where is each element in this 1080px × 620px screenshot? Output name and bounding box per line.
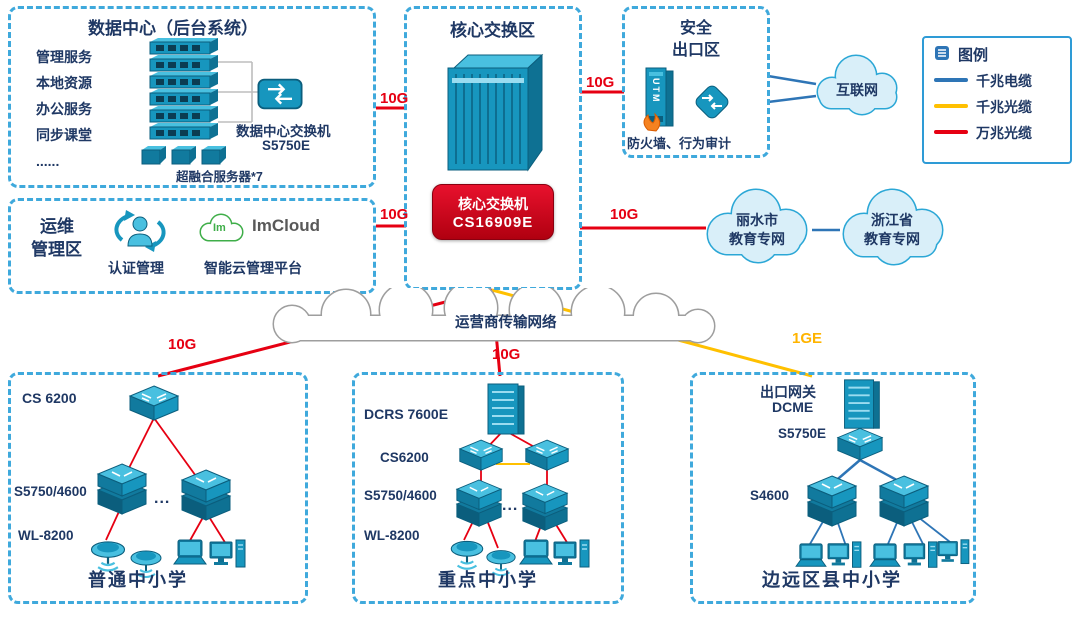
school2-agg-label: CS6200 (380, 450, 429, 465)
service-item: 同步课堂 (36, 127, 92, 143)
legend-title: 图例 (958, 47, 989, 64)
link-label-school1: 10G (168, 336, 197, 353)
link-label-core-lishui: 10G (610, 206, 639, 223)
audit-router-icon (690, 80, 734, 129)
datacenter-zone (8, 6, 376, 188)
legend-label-fiber10g: 万兆光缆 (976, 125, 1032, 141)
utm-firewall-icon (643, 67, 674, 132)
datacenter-service-list: 管理服务 本地资源 办公服务 同步课堂 ...... (36, 44, 92, 174)
server-caption: 超融合服务器*7 (176, 170, 263, 184)
school1-core-switch-icon (128, 384, 180, 429)
school2-wireless-label: WL-8200 (364, 528, 420, 543)
school2-stack-icon (521, 482, 569, 539)
datacenter-switch-icon (256, 70, 304, 123)
school3-gateway-label-1: 出口网关 (760, 384, 816, 400)
carrier-cloud (272, 288, 716, 344)
school1-pc-icon (206, 538, 248, 577)
school1-core-label: CS 6200 (22, 390, 77, 406)
link-label-school2: 10G (492, 346, 521, 363)
core-badge-line1: 核心交换机 (458, 196, 528, 212)
school1-stack-icon (96, 462, 148, 523)
security-title-2: 出口区 (672, 42, 721, 59)
auth-icon (112, 208, 168, 259)
school3-pc-icon (934, 538, 972, 573)
school3-stack-icon (878, 474, 930, 535)
core-switch-badge: 核心交换机 CS16909E (432, 184, 554, 240)
core-switch-zone (404, 6, 582, 290)
zhejiang-cloud-label-2: 教育专网 (864, 231, 920, 247)
school2-agg-switch-icon (458, 438, 504, 479)
service-item: 管理服务 (36, 49, 92, 65)
legend-icon (935, 46, 949, 60)
school3-zone (690, 372, 976, 604)
school1-stack-icon (180, 468, 232, 529)
service-item: ...... (36, 153, 60, 169)
school3-title: 边远区县中小学 (762, 570, 902, 590)
ops-title-1: 运维 (40, 217, 74, 236)
auth-caption: 认证管理 (108, 260, 164, 276)
service-item: 本地资源 (36, 75, 92, 91)
imcloud-brand: ImCloud (252, 216, 320, 235)
security-title-1: 安全 (680, 20, 713, 37)
zhejiang-cloud-label-1: 浙江省 (871, 212, 913, 228)
legend-line-copper (934, 78, 968, 82)
school2-ellipsis: ... (502, 497, 519, 514)
school2-core-label: DCRS 7600E (364, 406, 449, 422)
core-title: 核心交换区 (450, 21, 535, 40)
school1-zone (8, 372, 308, 604)
school3-gateway-model: S5750E (778, 426, 827, 441)
utm-label: UTM (651, 78, 661, 104)
school1-ellipsis: ... (154, 490, 171, 507)
zhejiang-cloud (842, 188, 944, 266)
school3-stack-icon (806, 474, 858, 535)
link-label-ops-core: 10G (380, 206, 409, 223)
legend-line-fiber10g (934, 130, 968, 134)
datacenter-title: 数据中心（后台系统） (88, 19, 258, 38)
school3-switch-icon (836, 426, 884, 469)
security-exit-zone (622, 6, 770, 158)
lishui-cloud-label-2: 教育专网 (729, 231, 785, 247)
school2-zone (352, 372, 624, 604)
school2-core-switch-icon (482, 380, 526, 445)
school2-pc-icon (550, 538, 592, 577)
server-tower-icon (141, 38, 226, 165)
core-switch-icon (447, 53, 544, 172)
school2-agg-switch-icon (524, 438, 570, 479)
legend-line-fiber1g (934, 104, 968, 108)
link-label-school3: 1GE (792, 330, 823, 347)
imcloud-icon-glyph: Im (213, 222, 226, 234)
internet-cloud-label: 互联网 (836, 82, 878, 98)
service-item: 办公服务 (36, 101, 92, 117)
internet-cloud (816, 54, 898, 116)
legend-label-copper: 千兆电缆 (976, 73, 1032, 89)
school3-access-label: S4600 (750, 488, 790, 503)
datacenter-switch-caption: 数据中心交换机 (236, 124, 331, 139)
ops-title-2: 管理区 (31, 240, 82, 259)
school2-access-label: S5750/4600 (364, 488, 437, 503)
security-caption: 防火墙、行为审计 (627, 136, 732, 151)
carrier-cloud-label: 运营商传输网络 (455, 315, 557, 331)
lishui-cloud-label-1: 丽水市 (736, 212, 778, 228)
school2-stack-icon (455, 478, 503, 535)
ops-management-zone (8, 198, 376, 294)
link-label-core-security: 10G (586, 74, 615, 91)
link-label-dc-core: 10G (380, 90, 409, 107)
school3-gateway-label-2: DCME (772, 399, 814, 415)
school1-access-label: S5750/4600 (14, 484, 87, 499)
datacenter-switch-model: S5750E (262, 138, 311, 153)
platform-caption: 智能云管理平台 (204, 260, 302, 276)
legend-label-fiber1g: 千兆光缆 (976, 99, 1032, 115)
lishui-cloud (706, 188, 808, 264)
school1-title: 普通中小学 (88, 570, 188, 590)
core-badge-line2: CS16909E (452, 214, 534, 231)
school2-title: 重点中小学 (438, 570, 538, 590)
school1-wireless-label: WL-8200 (18, 528, 74, 543)
